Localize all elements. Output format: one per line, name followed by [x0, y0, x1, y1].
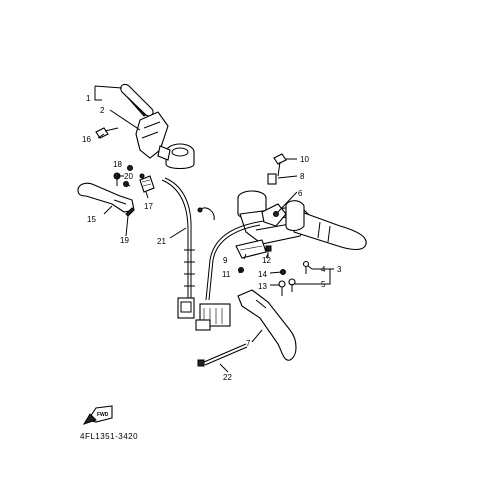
callout-1: 1: [86, 94, 91, 103]
screw-19: [125, 207, 135, 217]
callout-14: 14: [258, 270, 267, 279]
callout-4: 4: [321, 265, 326, 274]
diagram-code: 4FL1351-3420: [80, 432, 139, 441]
callout-5: 5: [321, 280, 326, 289]
callout-2: 2: [100, 106, 105, 115]
callout-16: 16: [82, 135, 91, 144]
screw-5: [288, 278, 296, 292]
callout-17: 17: [144, 202, 153, 211]
callout-22: 22: [223, 373, 232, 382]
screw-16: [95, 127, 119, 139]
switch-17: [139, 175, 155, 193]
callout-15: 15: [87, 215, 96, 224]
callout-6: 6: [298, 189, 303, 198]
callout-7: 7: [246, 339, 251, 348]
callout-3: 3: [337, 265, 342, 274]
screw-4: [302, 260, 310, 274]
bracket-9: [235, 239, 267, 259]
callout-21: 21: [157, 237, 166, 246]
connector-block: [195, 303, 231, 331]
callout-10: 10: [300, 155, 309, 164]
clutch-lever-15: [77, 182, 135, 213]
rod-22: [197, 343, 248, 367]
lever-bolt-18: [113, 172, 121, 186]
fwd-direction-badge: FWD: [82, 405, 113, 425]
bolt-10: [273, 153, 287, 177]
leader-lines: [94, 85, 334, 373]
front-wire: [197, 207, 261, 301]
wire-harness-21: [161, 177, 195, 319]
callouts: 1 2 16 18 20 17 15 19 21 10 8 6 9 11 12 …: [82, 94, 342, 382]
left-switch-assembly: [120, 83, 195, 179]
fwd-label: FWD: [97, 412, 109, 418]
screw-13: [278, 280, 286, 296]
callout-19: 19: [120, 236, 129, 245]
callout-8: 8: [300, 172, 305, 181]
callout-20: 20: [124, 172, 133, 181]
callout-9: 9: [223, 256, 228, 265]
callout-13: 13: [258, 282, 267, 291]
callout-11: 11: [222, 270, 231, 279]
brake-lever-7: [237, 289, 297, 361]
bushing-8: [267, 173, 277, 185]
callout-18: 18: [113, 160, 122, 169]
callout-12: 12: [262, 256, 271, 265]
